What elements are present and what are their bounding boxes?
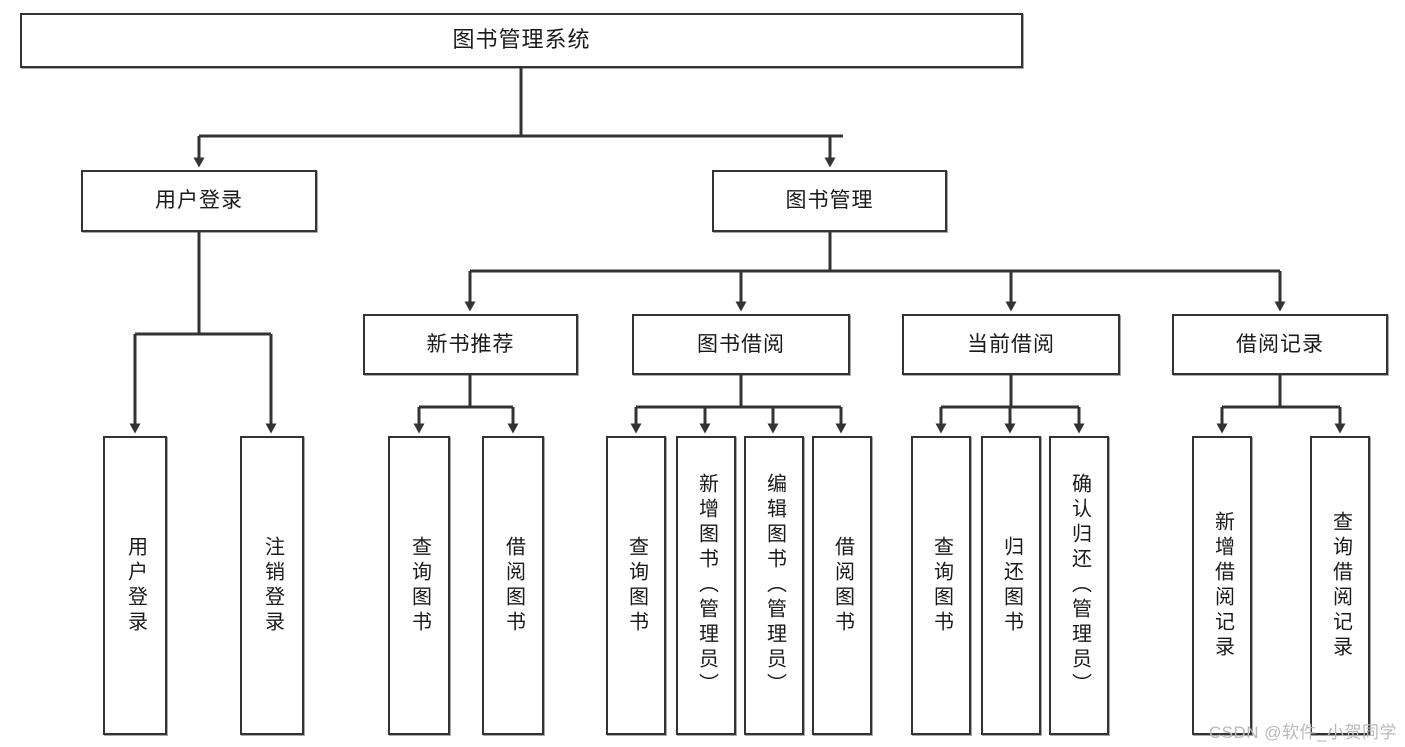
- node-new-book-recommend-label: 新书推荐: [426, 332, 515, 356]
- node-current-borrow-label: 当前借阅: [967, 332, 1055, 356]
- node-leaf-logout-login[interactable]: 注销登录: [240, 436, 304, 735]
- node-leaf-query-book-1[interactable]: 查询图书: [388, 436, 450, 735]
- node-leaf-user-login[interactable]: 用户登录: [103, 436, 167, 735]
- node-book-borrow-label: 图书借阅: [697, 332, 785, 356]
- node-leaf-return-book[interactable]: 归还图书: [981, 436, 1041, 735]
- node-leaf-edit-book[interactable]: 编辑图书（管理员）: [744, 436, 804, 735]
- node-leaf-query-book-2-label: 查询图书: [625, 535, 648, 636]
- node-leaf-query-book-3[interactable]: 查询图书: [911, 436, 971, 735]
- node-book-borrow[interactable]: 图书借阅: [632, 314, 850, 375]
- node-book-manage-label: 图书管理: [785, 189, 874, 213]
- node-leaf-query-book-3-label: 查询图书: [930, 535, 953, 636]
- node-leaf-borrow-book-2-label: 借阅图书: [831, 535, 854, 636]
- watermark: CSDN @软件_小贺同学: [1208, 723, 1397, 742]
- node-borrow-record[interactable]: 借阅记录: [1172, 314, 1388, 375]
- node-current-borrow[interactable]: 当前借阅: [902, 314, 1120, 375]
- node-borrow-record-label: 借阅记录: [1236, 332, 1324, 356]
- node-book-manage[interactable]: 图书管理: [712, 170, 947, 232]
- node-leaf-add-book-label: 新增图书（管理员）: [695, 473, 718, 698]
- node-leaf-query-record[interactable]: 查询借阅记录: [1310, 436, 1370, 735]
- node-user-login[interactable]: 用户登录: [81, 170, 317, 232]
- node-leaf-user-login-label: 用户登录: [124, 535, 147, 636]
- node-leaf-add-record[interactable]: 新增借阅记录: [1192, 436, 1252, 735]
- node-leaf-borrow-book-2[interactable]: 借阅图书: [812, 436, 872, 735]
- node-leaf-add-record-label: 新增借阅记录: [1211, 510, 1234, 661]
- node-leaf-add-book[interactable]: 新增图书（管理员）: [676, 436, 736, 735]
- node-leaf-logout-login-label: 注销登录: [261, 535, 284, 636]
- node-user-login-label: 用户登录: [155, 189, 243, 213]
- node-root-label: 图书管理系统: [452, 27, 591, 53]
- node-leaf-query-record-label: 查询借阅记录: [1329, 510, 1352, 661]
- node-new-book-recommend[interactable]: 新书推荐: [363, 314, 578, 375]
- node-leaf-query-book-1-label: 查询图书: [408, 535, 431, 636]
- node-leaf-query-book-2[interactable]: 查询图书: [606, 436, 666, 735]
- node-leaf-confirm-return[interactable]: 确认归还（管理员）: [1049, 436, 1109, 735]
- node-leaf-borrow-book-1[interactable]: 借阅图书: [482, 436, 544, 735]
- node-leaf-edit-book-label: 编辑图书（管理员）: [763, 473, 786, 698]
- node-leaf-return-book-label: 归还图书: [1000, 535, 1023, 636]
- node-leaf-confirm-return-label: 确认归还（管理员）: [1068, 473, 1091, 698]
- node-root[interactable]: 图书管理系统: [20, 13, 1023, 68]
- node-leaf-borrow-book-1-label: 借阅图书: [502, 535, 525, 636]
